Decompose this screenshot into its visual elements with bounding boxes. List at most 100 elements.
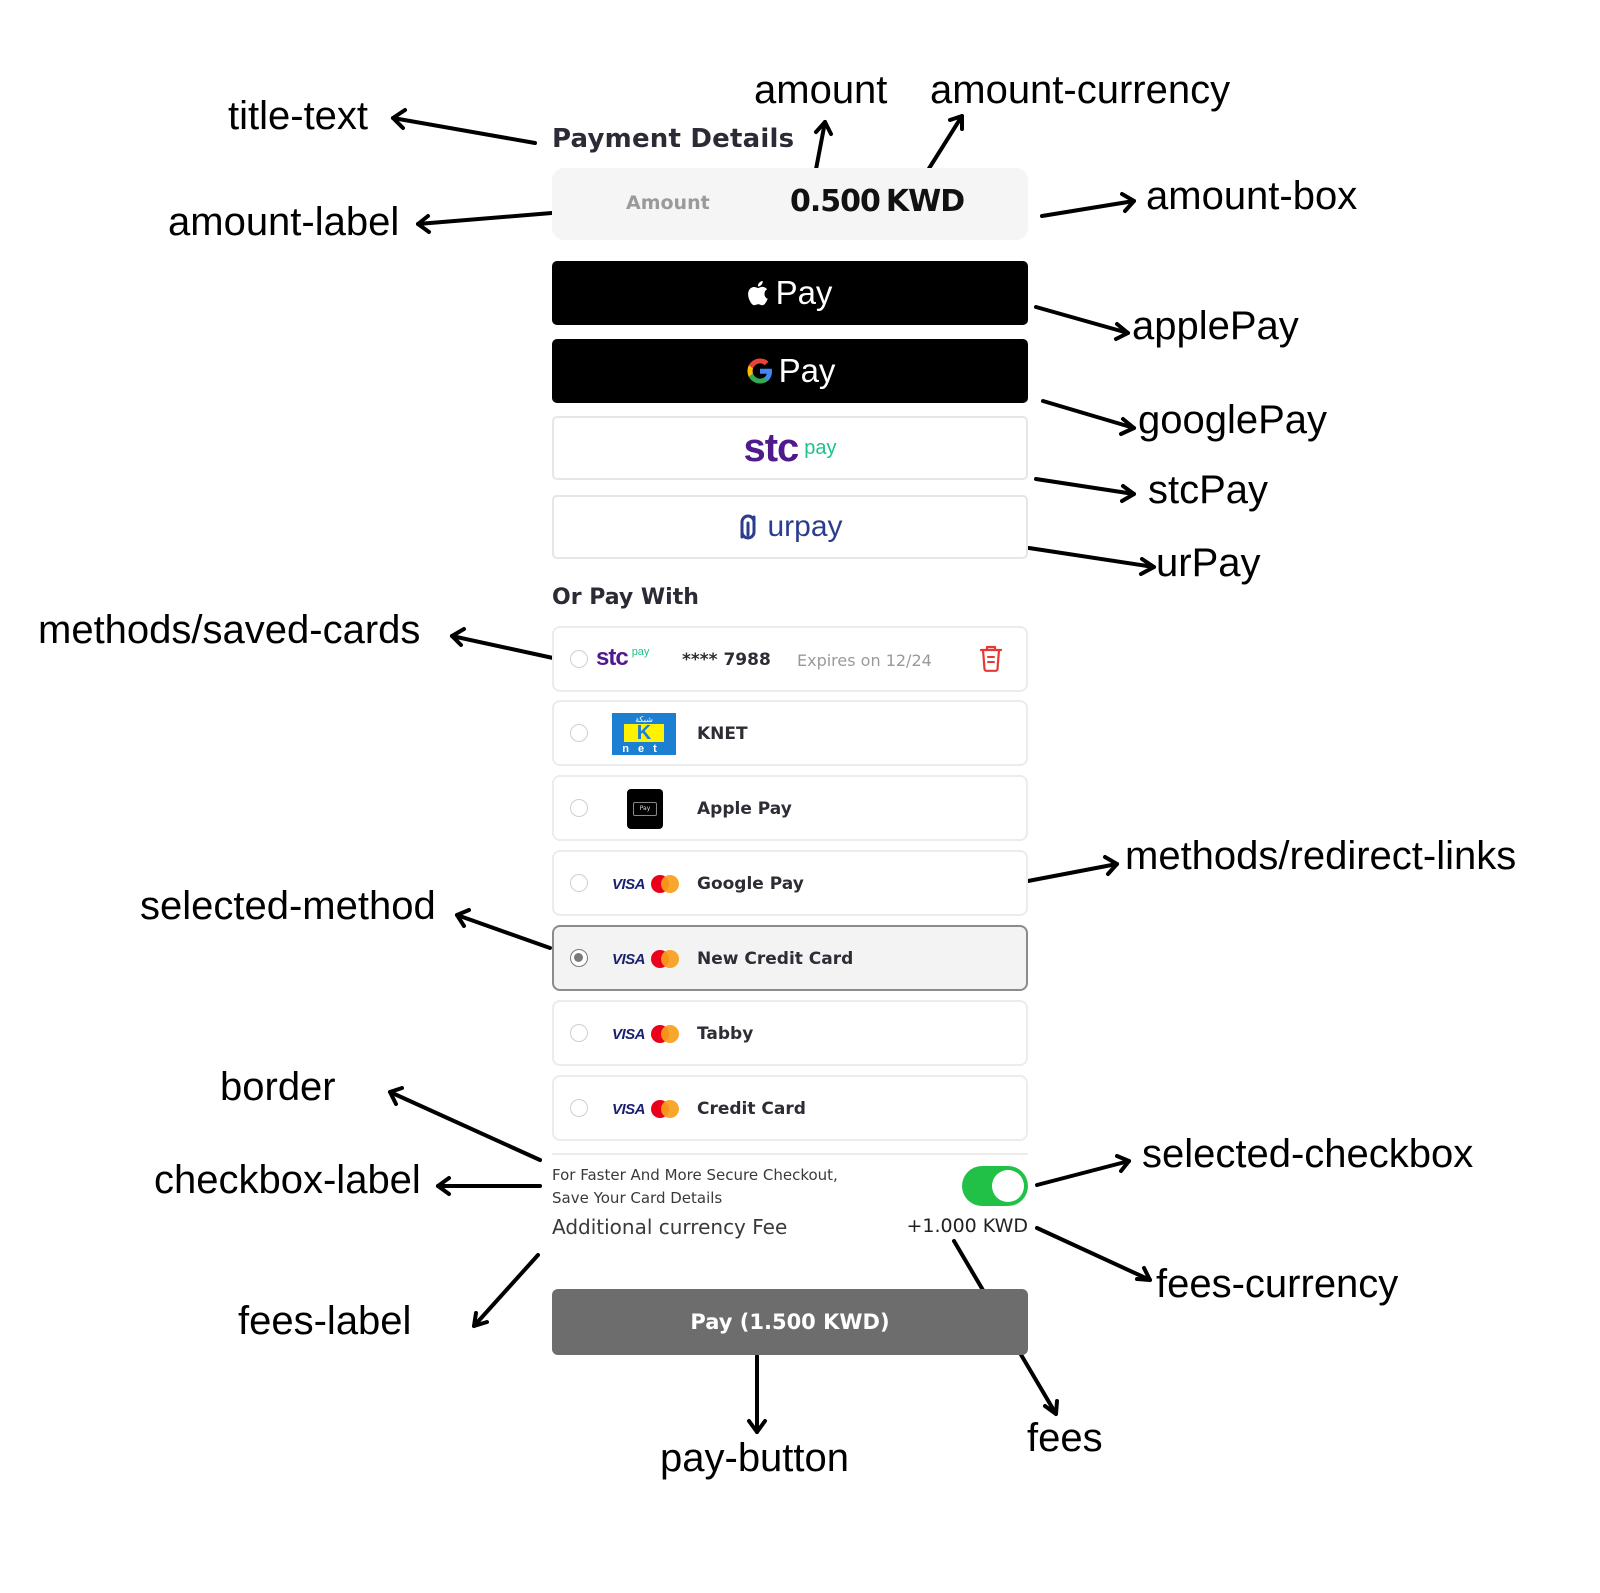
saved-card-expiry: Expires on 12/24 (797, 651, 932, 670)
arrow-title-text (391, 108, 537, 145)
arrow-border (388, 1086, 542, 1162)
annotation-checkbox-label: checkbox-label (154, 1158, 421, 1202)
arrow-pay-button (747, 1354, 767, 1434)
annotation-ur-pay: urPay (1156, 541, 1261, 585)
urpay-link-icon (740, 514, 756, 540)
apple-pay-badge-text: Pay (633, 802, 657, 816)
mastercard-icon (651, 875, 680, 893)
method-google-pay[interactable]: VISA Google Pay (552, 850, 1028, 916)
arrow-selected-method (455, 908, 552, 950)
method-name: Credit Card (697, 1099, 806, 1119)
mastercard-icon (651, 1025, 680, 1043)
knet-logo-net: net (622, 743, 666, 755)
method-new-credit-card[interactable]: VISA New Credit Card (552, 925, 1028, 991)
toggle-knob (992, 1170, 1024, 1202)
annotation-fees-currency: fees-currency (1156, 1262, 1399, 1306)
visa-logo: VISA (612, 1100, 646, 1118)
google-pay-button[interactable]: Pay (552, 339, 1028, 403)
annotation-amount: amount (754, 68, 888, 112)
annotation-selected-checkbox: selected-checkbox (1142, 1132, 1474, 1176)
arrow-saved-cards (450, 627, 555, 660)
saved-card-radio[interactable] (570, 650, 588, 668)
mastercard-icon (651, 1100, 680, 1118)
fees-value: +1.000 KWD (906, 1215, 1028, 1237)
annotation-saved-cards: methods/saved-cards (38, 608, 421, 652)
method-name: KNET (697, 724, 748, 744)
annotation-selected-method: selected-method (140, 884, 436, 928)
mastercard-icon (651, 950, 680, 968)
apple-pay-label: Pay (775, 274, 833, 311)
urpay-button[interactable]: urpay (552, 495, 1028, 559)
google-g-icon (747, 358, 772, 384)
annotation-apple-pay: applePay (1132, 304, 1299, 348)
page-title: Payment Details (552, 124, 795, 154)
method-radio[interactable] (570, 1099, 588, 1117)
apple-pay-button[interactable]: Pay (552, 261, 1028, 325)
save-card-toggle[interactable] (962, 1166, 1028, 1206)
arrow-stc-pay (1034, 477, 1136, 503)
visa-mastercard-icon: VISA (612, 937, 680, 981)
annotation-amount-label: amount-label (168, 200, 400, 244)
method-tabby[interactable]: VISA Tabby (552, 1000, 1028, 1066)
apple-pay-badge-icon: Pay (612, 787, 663, 831)
annotation-pay-button: pay-button (660, 1436, 850, 1480)
annotation-stc-pay: stcPay (1148, 468, 1269, 512)
urpay-label: urpay (767, 510, 843, 543)
method-knet[interactable]: شبكة K net KNET (552, 700, 1028, 766)
visa-logo: VISA (612, 950, 646, 968)
trash-icon[interactable] (978, 643, 1004, 673)
annotation-amount-currency: amount-currency (930, 68, 1231, 112)
visa-mastercard-icon: VISA (612, 862, 680, 906)
arrow-checkbox-label (436, 1176, 542, 1196)
pay-button[interactable]: Pay (1.500 KWD) (552, 1289, 1028, 1355)
visa-mastercard-icon: VISA (612, 1012, 680, 1056)
saved-card-brand-sub: pay (631, 646, 650, 658)
visa-logo: VISA (612, 875, 646, 893)
save-card-checkbox-label: For Faster And More Secure Checkout, Sav… (552, 1166, 838, 1207)
google-pay-label: Pay (778, 352, 836, 389)
method-apple-pay[interactable]: Pay Apple Pay (552, 775, 1028, 841)
method-name: New Credit Card (697, 949, 854, 969)
arrow-google-pay (1041, 399, 1136, 436)
saved-card-brand: stc (596, 644, 629, 671)
annotation-border: border (220, 1065, 336, 1109)
method-name: Tabby (697, 1024, 754, 1044)
method-name: Apple Pay (697, 799, 792, 819)
arrow-apple-pay (1034, 305, 1130, 341)
or-pay-with-heading: Or Pay With (552, 585, 699, 610)
method-credit-card[interactable]: VISA Credit Card (552, 1075, 1028, 1141)
stc-logo: stc (743, 425, 799, 470)
method-radio[interactable] (570, 799, 588, 817)
amount-value: 0.500 (790, 184, 881, 219)
fees-label: Additional currency Fee (552, 1215, 788, 1239)
knet-logo: شبكة K net (612, 712, 676, 756)
method-name: Google Pay (697, 874, 804, 894)
annotation-fees: fees (1027, 1416, 1103, 1460)
arrow-amount-box (1040, 192, 1136, 218)
arrow-fees-label (472, 1253, 540, 1328)
annotation-fees-label: fees-label (238, 1299, 412, 1343)
arrow-fees-currency (1035, 1226, 1152, 1282)
apple-icon (747, 281, 768, 306)
annotation-google-pay: googlePay (1138, 398, 1328, 442)
method-radio[interactable] (570, 874, 588, 892)
annotation-amount-box: amount-box (1146, 174, 1358, 218)
saved-card-number: **** 7988 (682, 650, 771, 670)
stc-pay-sub-logo: pay (804, 436, 837, 459)
method-radio[interactable] (570, 1024, 588, 1042)
knet-logo-arabic: شبكة (635, 715, 653, 724)
amount-label: Amount (626, 192, 710, 214)
arrow-selected-checkbox (1035, 1154, 1131, 1187)
arrow-redirect-links (1026, 855, 1119, 883)
divider-border (552, 1153, 1028, 1155)
arrow-ur-pay (1027, 546, 1156, 576)
method-radio[interactable] (570, 724, 588, 742)
method-radio-selected[interactable] (570, 949, 588, 967)
knet-logo-k: K (624, 723, 664, 743)
visa-mastercard-icon: VISA (612, 1087, 680, 1131)
